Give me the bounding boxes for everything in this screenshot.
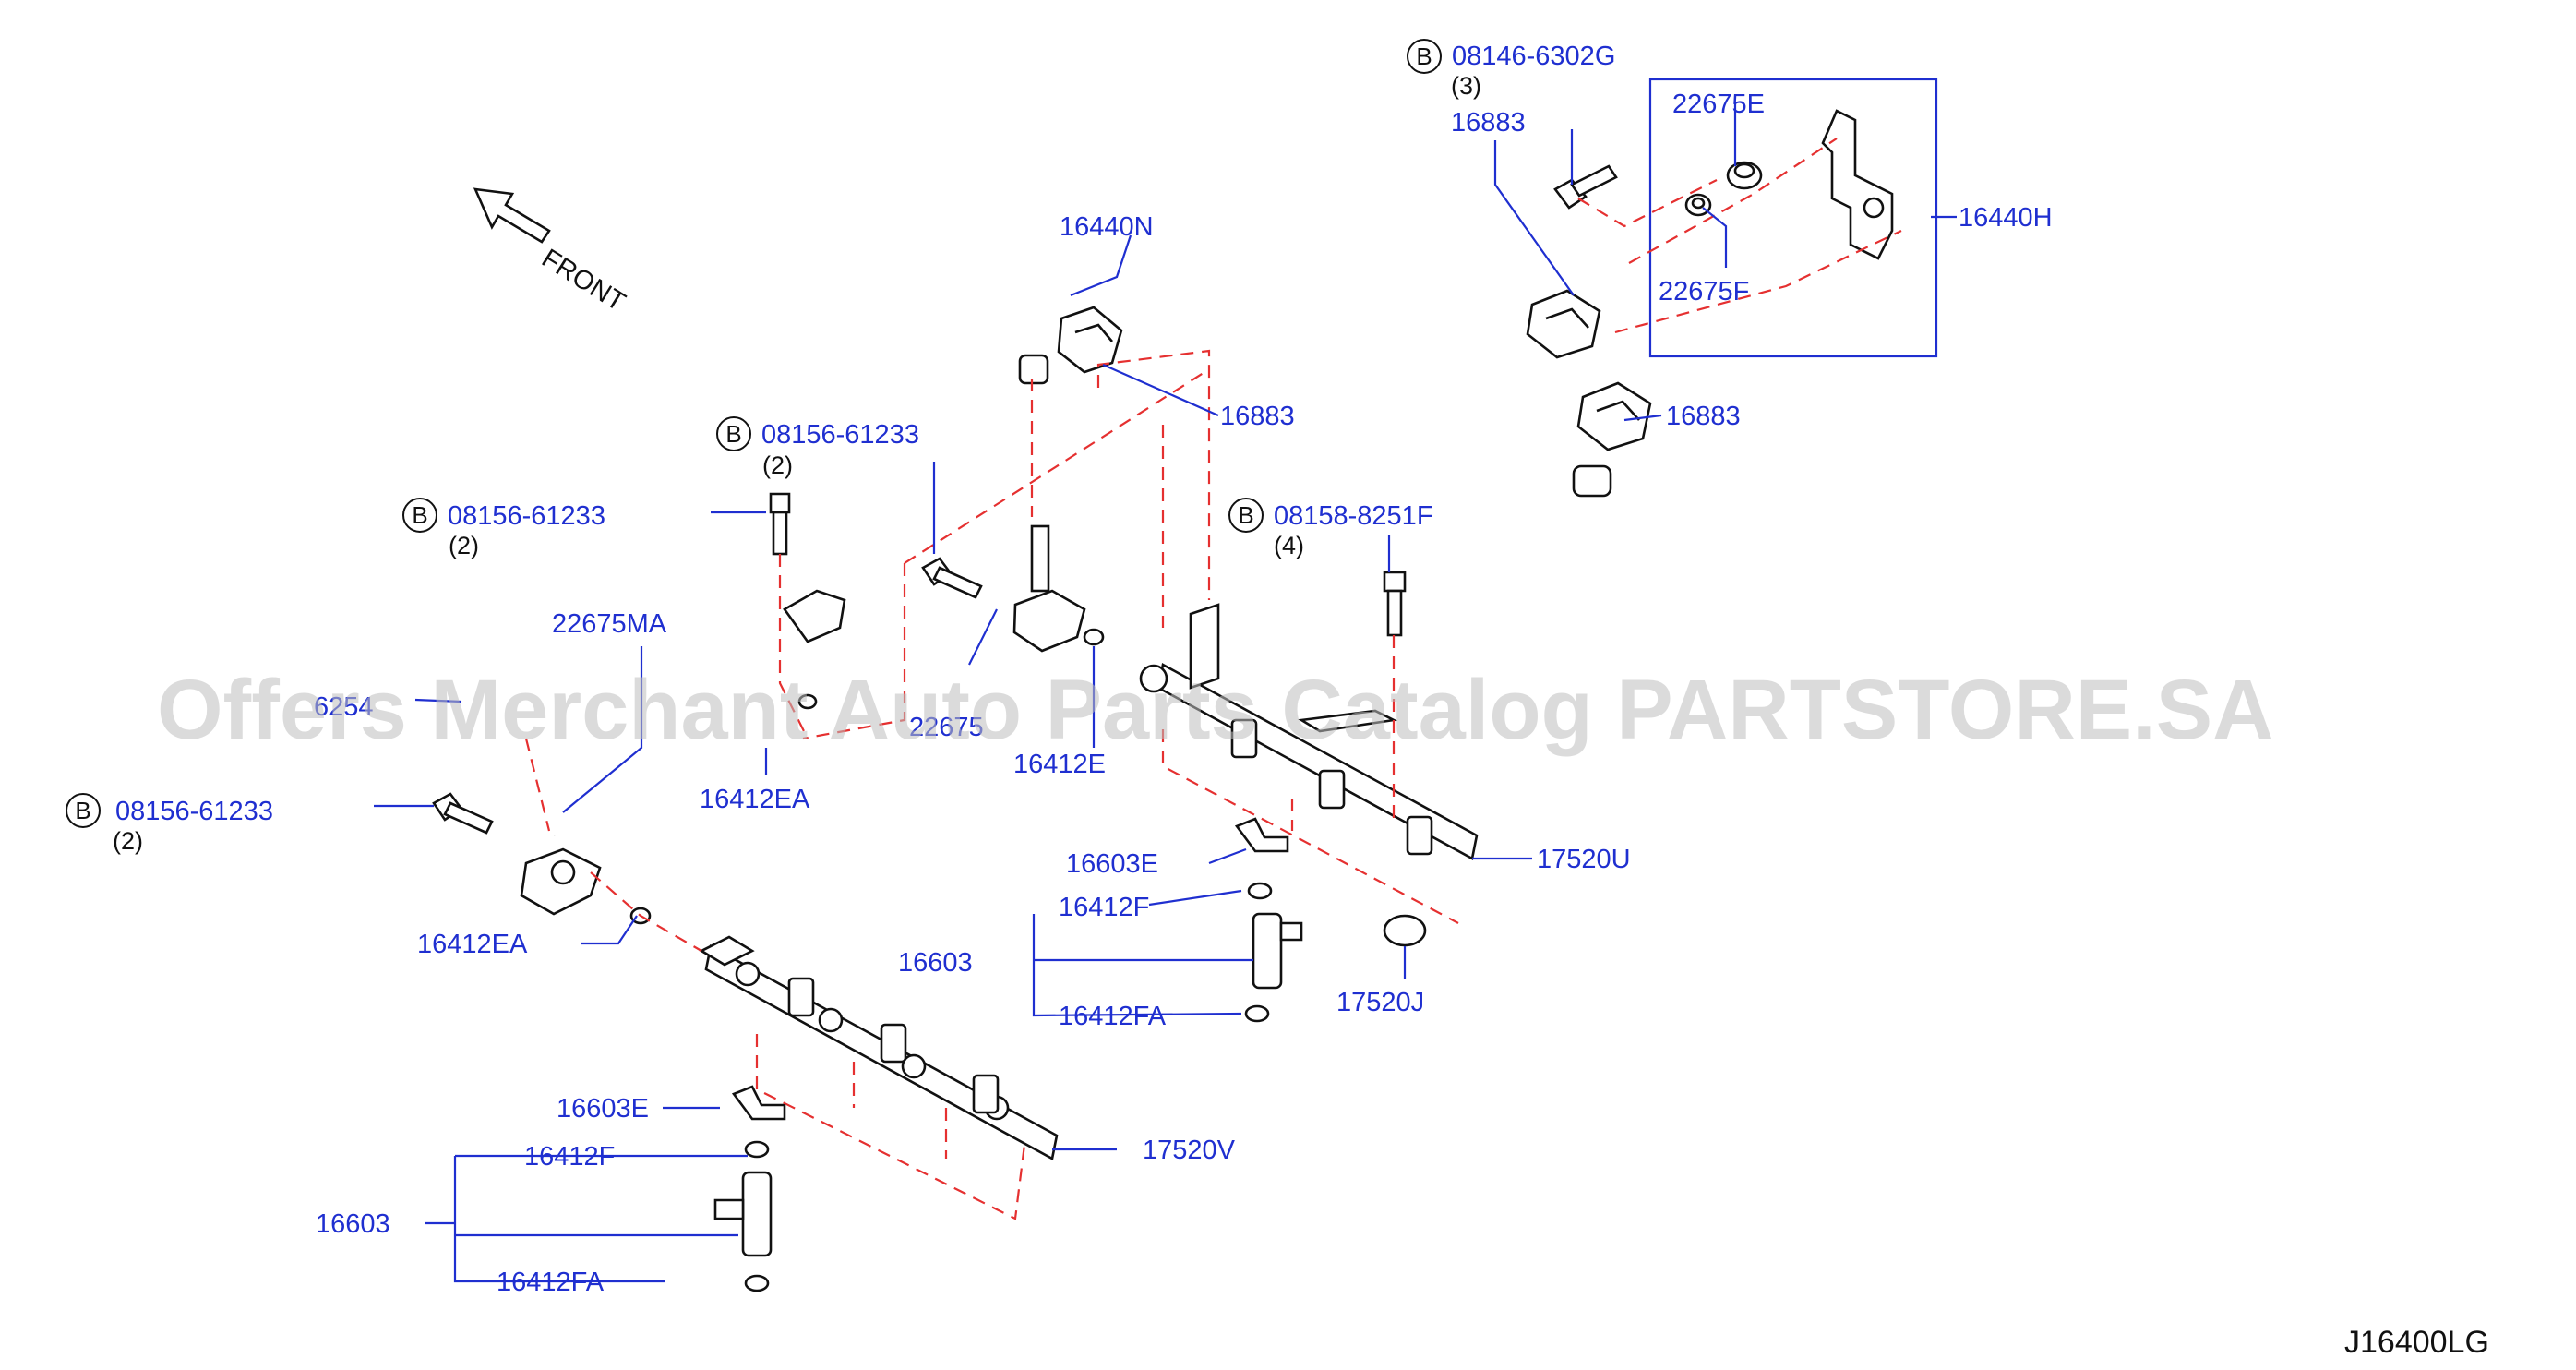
assembly-box-16440H (1648, 78, 1938, 358)
label-16412EA-lower: 16412EA (417, 930, 528, 959)
clip-16883-right (1576, 381, 1652, 451)
fuel-hose-16440N (1018, 150, 1612, 498)
qty-08146-6302G: (3) (1451, 72, 1481, 100)
bolt-marker-08146: B (1407, 39, 1442, 74)
label-16883-mid: 16883 (1220, 402, 1295, 431)
label-16603E-left: 16603E (557, 1094, 649, 1124)
label-16412E: 16412E (1013, 750, 1106, 779)
qty-08156-a: (2) (762, 451, 793, 479)
bolt-marker-08156-a: B (716, 416, 751, 451)
label-08146-6302G: 08146-6302G (1452, 42, 1615, 71)
svg-text:B: B (1238, 501, 1253, 529)
label-08156-c: 08156-61233 (115, 797, 273, 826)
insulator-17520J (1383, 914, 1427, 947)
label-17520U: 17520U (1537, 845, 1631, 874)
diagram-code: J16400LG (2344, 1325, 2489, 1360)
front-arrow-icon (473, 187, 551, 244)
clip-16603E-left (731, 1085, 786, 1121)
clip-16883-mid (1526, 289, 1601, 359)
label-08158-8251F: 08158-8251F (1274, 501, 1433, 531)
label-16883-top: 16883 (1451, 108, 1526, 138)
label-16412F-left: 16412F (524, 1142, 615, 1172)
qty-08156-c: (2) (113, 827, 143, 855)
bolt-08156-c (921, 557, 983, 599)
label-22675-partial: 22675 (909, 713, 984, 742)
label-16603-left: 16603 (316, 1209, 390, 1239)
label-16440H: 16440H (1959, 203, 2053, 233)
label-16440N: 16440N (1060, 212, 1154, 242)
qty-08156-b: (2) (449, 532, 479, 559)
svg-text:B: B (75, 797, 90, 824)
label-08156-b: 08156-61233 (448, 501, 605, 531)
label-16603E-right: 16603E (1066, 849, 1158, 879)
label-17520V: 17520V (1143, 1136, 1236, 1165)
damper-22675 (1012, 524, 1086, 653)
svg-text:B: B (725, 420, 741, 448)
assembly-lines (524, 138, 1902, 1220)
fuel-rail-17520V (699, 935, 1059, 1160)
label-16883-right: 16883 (1666, 402, 1741, 431)
o-ring-16412EA-upper (797, 693, 818, 710)
clip-16883-top (1057, 306, 1123, 374)
label-16412EA-upper: 16412EA (700, 785, 810, 814)
label-16412FA-right: 16412FA (1059, 1002, 1167, 1031)
label-6254-partial: 6254 (314, 692, 374, 722)
leader-lines (374, 102, 1957, 1283)
svg-text:B: B (1416, 42, 1432, 70)
grommet-22675E (1726, 161, 1763, 190)
bolt-08146 (1553, 164, 1618, 210)
bolt-marker-08156-b: B (402, 498, 437, 533)
front-label: FRONT (536, 244, 630, 318)
bolt-08158 (1383, 571, 1407, 637)
injector-16603-right (1244, 882, 1303, 1023)
label-17520J: 17520J (1336, 988, 1424, 1017)
bolt-marker-08156-c: B (66, 793, 101, 828)
label-16412F-right: 16412F (1059, 893, 1149, 922)
bolt-08156-b (432, 792, 494, 835)
damper-22675MA (520, 847, 602, 916)
label-16603-right: 16603 (898, 948, 973, 978)
bracket-16440H (1821, 109, 1894, 260)
label-22675F: 22675F (1659, 277, 1749, 306)
label-08156-a: 08156-61233 (761, 420, 919, 450)
collar-22675F (1684, 193, 1712, 217)
bolt-08156-a (769, 492, 791, 556)
injector-16603-left (713, 1140, 773, 1292)
clip-16603E-right (1234, 817, 1289, 853)
bolt-marker-08158: B (1228, 498, 1264, 533)
label-22675E: 22675E (1672, 90, 1765, 119)
hose-22675MA (547, 589, 846, 837)
qty-08158-8251F: (4) (1274, 532, 1304, 559)
watermark: Offers Merchant Auto Parts Catalog PARTS… (157, 663, 2274, 757)
svg-text:B: B (412, 501, 427, 529)
label-16412FA-left: 16412FA (497, 1268, 605, 1297)
o-ring-16412E (1083, 628, 1105, 646)
label-22675MA: 22675MA (552, 609, 667, 639)
